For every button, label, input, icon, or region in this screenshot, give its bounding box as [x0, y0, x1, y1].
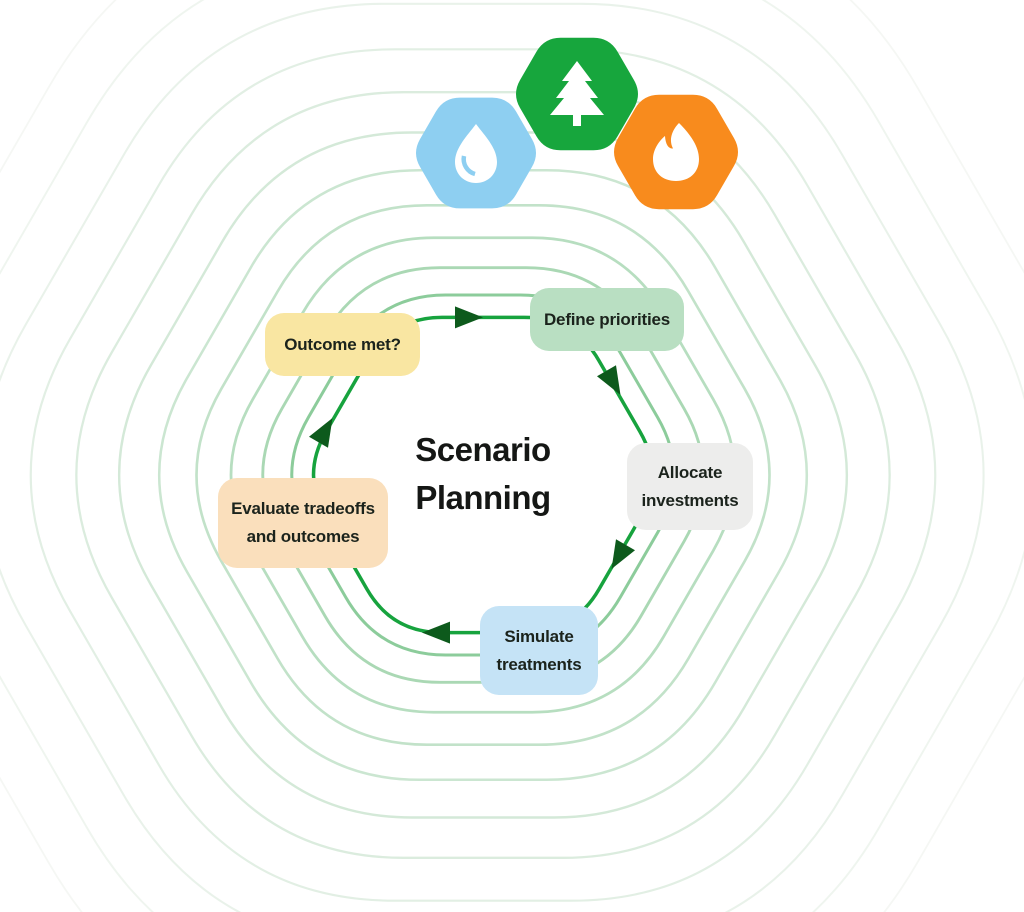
cycle-arrowhead [455, 306, 483, 329]
diagram-title-line2: Planning [415, 479, 551, 516]
hexagon-badges [416, 37, 738, 210]
cycle-arrowhead [422, 621, 450, 644]
diagram-title: Scenario Planning [343, 426, 623, 522]
step-define-priorities: Define priorities [530, 288, 684, 351]
step-label: Allocate investments [641, 462, 739, 510]
pine-tree-icon [550, 61, 604, 126]
step-label: Evaluate tradeoffs and outcomes [231, 499, 375, 546]
flame-icon [653, 123, 699, 181]
cycle-arrowhead [611, 539, 635, 569]
cycle-arrowhead [309, 418, 333, 448]
cycle-arrowhead [597, 365, 621, 395]
step-label: Simulate treatments [496, 626, 582, 674]
step-allocate-investments: Allocate investments [627, 443, 753, 530]
step-label: Define priorities [543, 309, 671, 329]
water-droplet-icon [455, 124, 497, 183]
diagram-title-line1: Scenario [415, 431, 551, 468]
water-hexagon-badge [416, 97, 536, 209]
step-evaluate-tradeoffs: Evaluate tradeoffs and outcomes [218, 478, 388, 568]
fire-hexagon-badge [614, 94, 738, 210]
forest-hexagon-badge [516, 37, 638, 151]
step-label: Outcome met? [284, 334, 401, 354]
step-outcome-met: Outcome met? [265, 313, 420, 376]
step-simulate-treatments: Simulate treatments [480, 606, 598, 695]
